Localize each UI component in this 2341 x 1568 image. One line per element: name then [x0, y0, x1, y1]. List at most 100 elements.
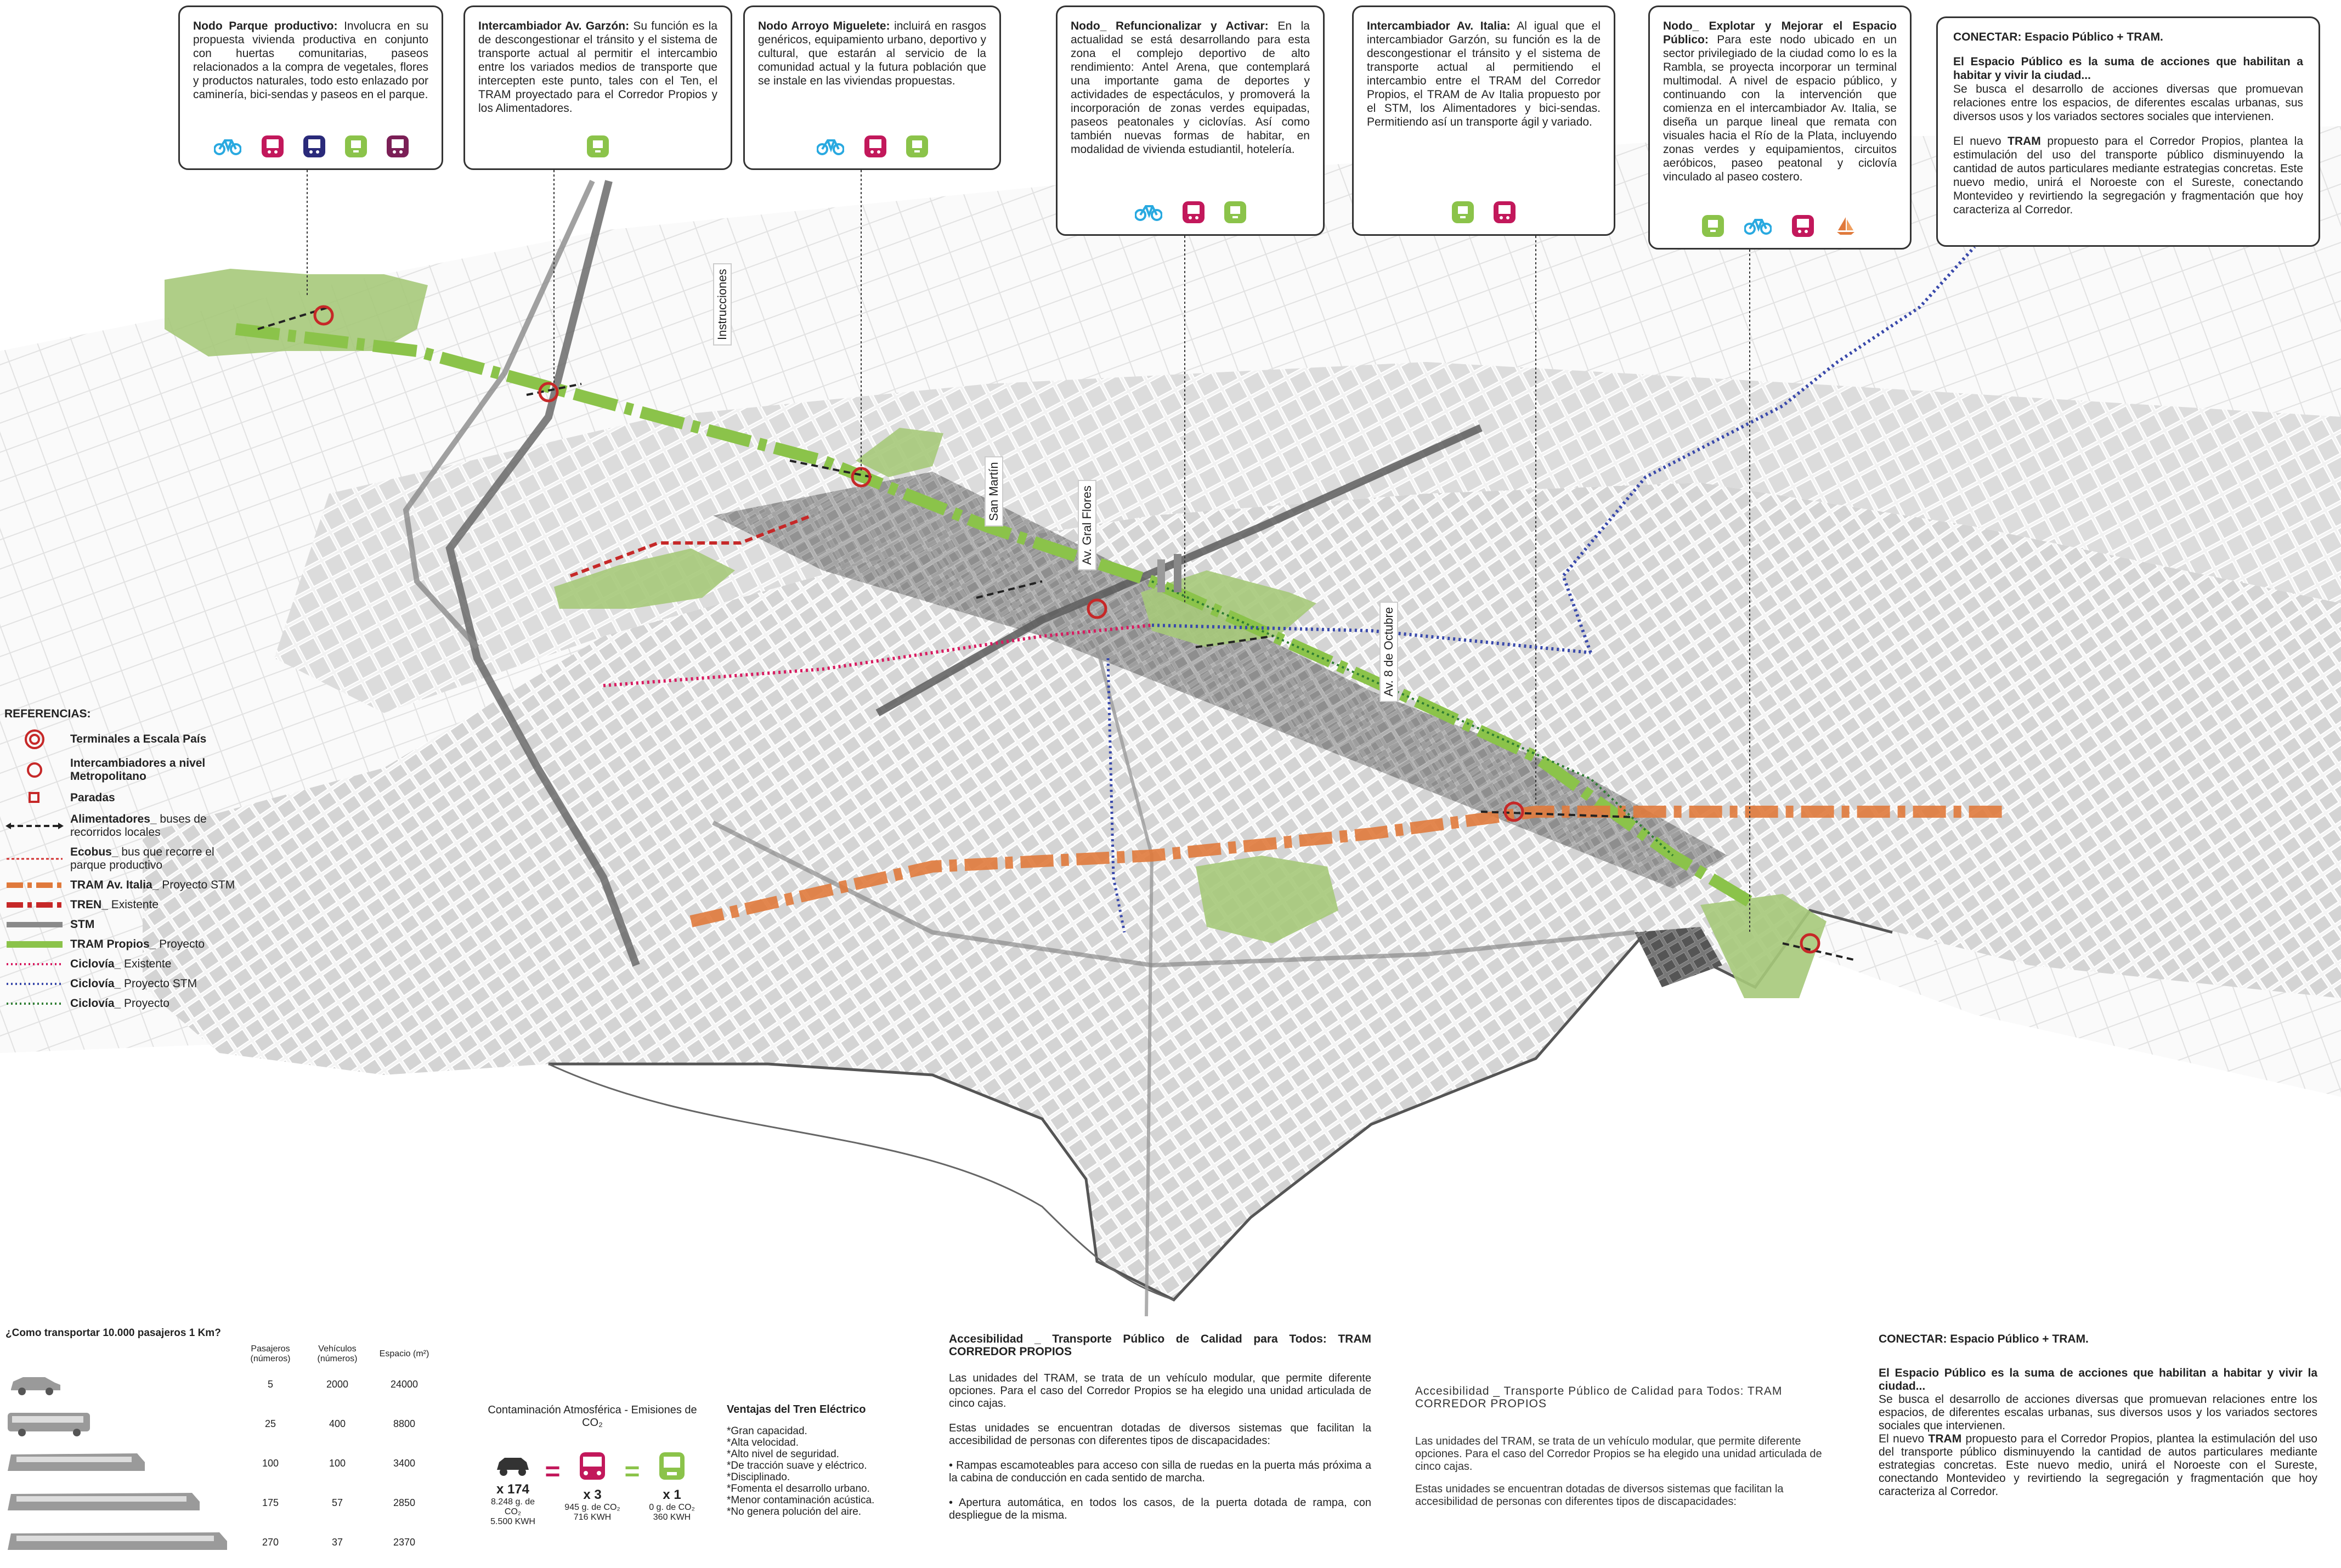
accesibilidad-p2: Estas unidades se encuentran dotadas de …	[1415, 1483, 1784, 1508]
bike-icon	[816, 135, 845, 157]
tram-icon	[642, 1451, 702, 1487]
legend-label: Alimentadores_	[70, 813, 157, 825]
legend-desc: Existente	[108, 898, 159, 911]
table-row: 270 37 2370	[5, 1522, 438, 1562]
label-8-octubre: Av. 8 de Octubre	[1379, 601, 1398, 702]
bike-icon	[1744, 215, 1772, 237]
legend-desc: buses de recorridos locales	[70, 813, 207, 839]
accesibilidad-p2: Estas unidades se encuentran dotadas de …	[949, 1422, 1371, 1447]
emissions-tram: x 1 0 g. de CO₂ 360 KWH	[642, 1451, 702, 1522]
park-miguelete	[554, 548, 735, 609]
legend-label: Ciclovía_	[70, 958, 121, 970]
cell-value: 100	[262, 1457, 279, 1469]
col-header: Vehículos (números)	[317, 1344, 358, 1363]
ciclovia-stm-1	[1151, 624, 1591, 654]
stm-line-icon	[4, 919, 65, 930]
legend-title: REFERENCIAS:	[4, 707, 91, 720]
passengers-question: ¿Como transportar 10.000 pasajeros 1 Km?	[5, 1327, 221, 1339]
emissions-kwh: 360 KWH	[653, 1513, 691, 1522]
cell-value: 2850	[393, 1497, 416, 1508]
bike-icon	[1134, 201, 1163, 223]
ciclovia-stm-2	[1561, 245, 1976, 654]
list-item: *Menor contaminación acústica.	[727, 1495, 875, 1506]
legend-label: Paradas	[70, 791, 115, 804]
leader-lines	[307, 170, 1750, 932]
emissions-kwh: 5.500 KWH	[490, 1517, 535, 1526]
accesibilidad-p1: Las unidades del TRAM, se trata de un ve…	[1415, 1435, 1822, 1473]
table-row: 5 2000 24000	[5, 1365, 438, 1404]
tram-icon	[1452, 201, 1474, 223]
conectar-p2b: TRAM	[2008, 135, 2041, 148]
interchange-icon	[4, 759, 65, 781]
conectar-p2a: El nuevo	[1879, 1433, 1929, 1445]
cell-value: 37	[331, 1536, 343, 1548]
legend-item: STM	[4, 918, 240, 931]
legend-item: Ciclovía_ Proyecto	[4, 997, 240, 1010]
col-header: Pasajeros (números)	[250, 1344, 291, 1363]
emissions-mult: x 1	[663, 1487, 681, 1502]
tram-propios-line-icon	[4, 939, 65, 950]
emissions-kwh: 716 KWH	[573, 1513, 612, 1522]
col-header: Espacio (m²)	[379, 1349, 429, 1358]
cell-value: 3400	[393, 1457, 416, 1469]
tram-medium-icon	[5, 1483, 237, 1522]
ciclovia-stm-icon	[4, 978, 65, 989]
emissions-co2: 0 g. de CO₂	[649, 1503, 695, 1512]
antel-tower	[1174, 554, 1181, 592]
accesibilidad-panel-1: Accesibilidad _ Transporte Público de Ca…	[949, 1333, 1371, 1534]
node-title: Nodo_ Explotar y Mejorar el Espacio Públ…	[1663, 20, 1897, 46]
label-gral-flores: Av. Gral Flores	[1078, 480, 1096, 570]
ciclovia-stm-3	[1106, 658, 1126, 933]
conectar-p2c: propuesto para el Corredor Propios, plan…	[1953, 135, 2303, 216]
cell-value: 5	[267, 1378, 273, 1390]
bus-icon	[864, 135, 886, 157]
legend-item: Ecobus_ bus que recorre el parque produc…	[4, 846, 240, 872]
list-item: *Fomenta el desarrollo urbano.	[727, 1483, 870, 1495]
node-espacio-publico: Nodo_ Explotar y Mejorar el Espacio Públ…	[1648, 5, 1912, 250]
cell-value: 2370	[393, 1536, 416, 1548]
node-text: Para este nodo ubicado en un sector priv…	[1663, 33, 1897, 183]
interchange-markers	[313, 305, 1820, 954]
car-icon	[483, 1451, 543, 1482]
tram-long-icon	[5, 1522, 237, 1562]
bus-gray-icon	[5, 1404, 237, 1444]
passengers-grid: Pasajeros (números) Vehículos (números) …	[5, 1344, 438, 1562]
legend-item: TRAM Propios_ Proyecto	[4, 938, 240, 951]
legend-item: TREN_ Existente	[4, 898, 240, 912]
bus-icon	[1494, 201, 1516, 223]
label-instrucciones: Instrucciones	[713, 263, 732, 346]
legend-label: TREN_	[70, 898, 108, 911]
bus-blue-icon	[303, 135, 325, 157]
legend-desc: Proyecto	[121, 997, 169, 1010]
tren-line-icon	[4, 899, 65, 910]
accesibilidad-title: Accesibilidad _ Transporte Público de Ca…	[949, 1333, 1371, 1358]
label-san-martin: San Martín	[985, 456, 1003, 527]
emissions-co2: 945 g. de CO₂	[564, 1503, 620, 1512]
map-legend: REFERENCIAS: Terminales a Escala País In…	[4, 707, 240, 1017]
emissions-title: Contaminación Atmosférica - Emisiones de…	[488, 1404, 697, 1429]
accesibilidad-p1: Las unidades del TRAM, se trata de un ve…	[949, 1372, 1371, 1409]
bus-icon	[386, 135, 409, 157]
car-icon	[5, 1365, 237, 1404]
emissions-mult: x 174	[496, 1482, 530, 1497]
stm-route-5	[712, 820, 1635, 968]
bike-icon	[213, 135, 242, 157]
legend-desc: Existente	[121, 958, 172, 970]
cell-value: 400	[329, 1418, 346, 1429]
ciclovia-existente	[603, 624, 1152, 687]
node-arroyo-miguelete: Nodo Arroyo Miguelete: incluirá en rasgo…	[743, 5, 1001, 170]
equals-icon: =	[624, 1457, 640, 1486]
bus-icon	[562, 1451, 623, 1487]
cell-value: 2000	[326, 1378, 349, 1390]
cell-value: 175	[262, 1497, 279, 1508]
tren-line	[569, 514, 813, 578]
port-district	[1635, 927, 1722, 987]
node-parque-productivo: Nodo Parque productivo: Involucra en su …	[178, 5, 443, 170]
emissions-co2: 8.248 g. de CO₂	[490, 1497, 535, 1516]
alimentadores-line-icon	[4, 820, 65, 831]
node-icons	[1650, 215, 1910, 237]
legend-item: Terminales a Escala País	[4, 728, 240, 750]
legend-label: Intercambiadores a nivel Metropolitano	[70, 757, 206, 783]
conectar-p1: Se busca el desarrollo de acciones diver…	[1879, 1393, 2317, 1432]
